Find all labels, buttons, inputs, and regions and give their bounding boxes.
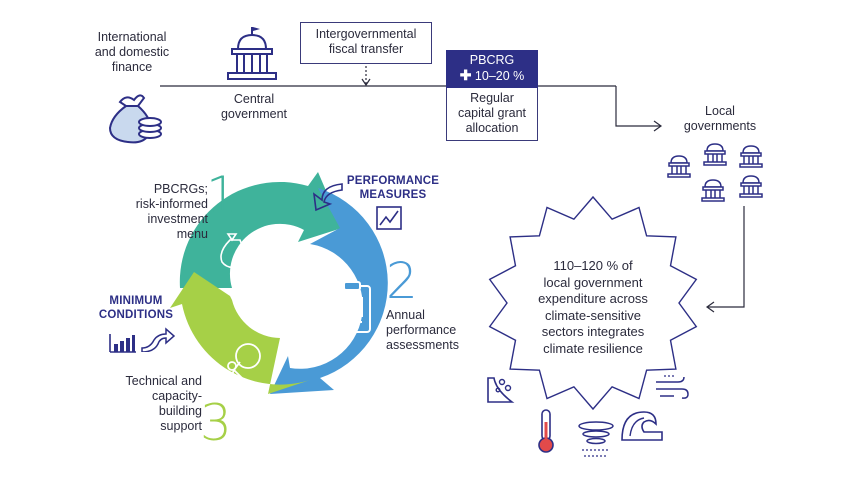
step-2-label: Annual performance assessments [386, 308, 459, 352]
thermometer-icon [538, 409, 554, 453]
star-badge [488, 195, 698, 411]
person-boulder-icon [227, 343, 261, 387]
line-chart-icon [376, 206, 402, 230]
fiscal-transfer-box: Intergovernmental fiscal transfer [300, 22, 432, 64]
badge-text: 110–120 % of local government expenditur… [538, 258, 648, 356]
money-bag-icon [108, 94, 162, 144]
cycle-segment-3 [170, 272, 310, 394]
wind-icon [656, 375, 689, 399]
pbcrg-range: 10–20 % [474, 69, 525, 83]
clipboard-icon [333, 281, 371, 333]
plus-icon: ✚ [459, 67, 472, 83]
minimum-conditions-label: MINIMUM CONDITIONS [98, 295, 174, 321]
badge-outline [488, 195, 698, 411]
regular-grant-label: Regular capital grant allocation [457, 91, 527, 135]
arrow-right-icon [141, 327, 176, 352]
cycle-segment-2 [270, 188, 388, 394]
step-1-label: PBCRGs; risk-informed investment menu [135, 182, 208, 241]
step-1-number: 1 [206, 166, 238, 224]
pbcrg-header: PBCRG ✚ 10–20 % [446, 50, 538, 88]
pbcrg-title: PBCRG [469, 53, 515, 67]
central-government-icon [227, 27, 277, 80]
tornado-icon [578, 421, 614, 457]
landslide-icon [487, 377, 515, 403]
performance-measures-label: PERFORMANCE MEASURES [346, 175, 440, 201]
wave-icon [621, 411, 663, 441]
bar-chart-icon [109, 334, 136, 353]
money-bag-ring-icon [220, 233, 257, 269]
central-government-label: Central government [220, 92, 287, 121]
curved-arrow-icon [312, 183, 343, 212]
finance-label: International and domestic finance [94, 30, 170, 74]
fiscal-transfer-label: Intergovernmental fiscal transfer [315, 27, 417, 56]
local-governments-label: Local governments [683, 104, 757, 133]
step-2-number: 2 [386, 252, 418, 310]
regular-grant-box: Regular capital grant allocation [446, 88, 538, 141]
pbcrg-range-row: ✚ 10–20 % [446, 68, 538, 84]
step-3-number: 3 [200, 394, 232, 452]
step-3-label: Technical and capacity- building support [125, 374, 202, 433]
